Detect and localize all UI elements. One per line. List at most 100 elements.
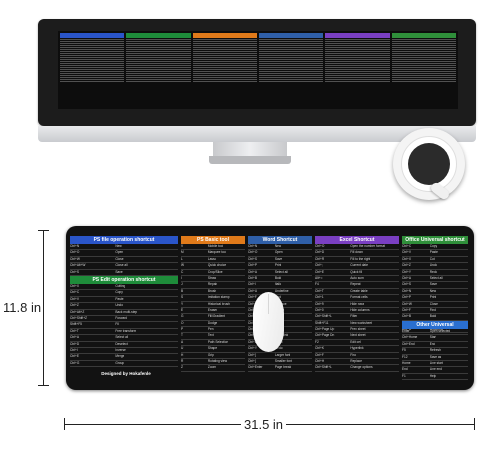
monitor-text-line xyxy=(258,39,324,40)
monitor-text-line xyxy=(391,73,456,74)
shortcut-row: Ctrl+;Current date xyxy=(315,263,399,270)
shortcut-description: Open the number format xyxy=(350,244,385,248)
shortcut-description: Close xyxy=(429,301,438,306)
section-title: Excel Shortcut xyxy=(315,236,399,244)
monitor-text-line xyxy=(60,61,125,62)
shortcut-description: Crop/Slice xyxy=(207,269,223,274)
monitor-text-line xyxy=(391,59,456,60)
monitor-text-line xyxy=(60,47,125,48)
monitor-text-line xyxy=(325,81,390,82)
monitor-text-line xyxy=(391,75,456,76)
monitor-text-line xyxy=(126,59,191,60)
monitor-text-line xyxy=(192,59,257,60)
shortcut-key: Ctrl+R xyxy=(248,321,275,326)
shortcut-key: Ctrl+N xyxy=(70,244,80,248)
shortcut-description: Open xyxy=(274,250,283,255)
monitor-text-line xyxy=(325,59,390,60)
monitor-screen xyxy=(58,31,458,109)
monitor-text-line xyxy=(60,63,125,64)
monitor-column-header xyxy=(258,33,324,38)
monitor-text-line xyxy=(60,53,125,54)
shortcut-key: Ctrl+X xyxy=(402,256,411,261)
monitor-text-line xyxy=(60,69,125,70)
monitor-text-line xyxy=(258,75,324,76)
monitor-stand-base xyxy=(209,156,291,164)
monitor-text-line xyxy=(60,57,125,58)
monitor-text-line xyxy=(391,79,456,80)
shortcut-key: Ctrl+G xyxy=(70,360,80,365)
monitor-text-line xyxy=(126,73,191,74)
monitor-text-line xyxy=(126,77,191,78)
monitor-column xyxy=(325,33,390,107)
monitor-column-header xyxy=(60,33,125,38)
shortcut-key: Ctrl+Z xyxy=(248,339,257,344)
monitor-column xyxy=(258,33,324,107)
shortcut-description: Save as xyxy=(429,354,442,359)
shortcut-key: Ctrl+E xyxy=(70,354,79,359)
shortcut-row: Alt+=Auto sum xyxy=(315,275,399,283)
monitor-text-line xyxy=(192,61,257,62)
shortcut-key: S xyxy=(181,295,184,300)
shortcut-description: Underline xyxy=(274,288,289,293)
monitor-text-line xyxy=(258,41,324,42)
monitor-text-line xyxy=(325,57,390,58)
shortcut-key: Alt+= xyxy=(315,275,323,280)
monitor-text-line xyxy=(258,71,324,72)
monitor-text-line xyxy=(391,63,456,64)
monitor-text-line xyxy=(192,47,257,48)
shortcut-key: Ctrl+U xyxy=(402,327,412,332)
monitor-text-line xyxy=(258,63,324,64)
monitor-text-line xyxy=(192,71,257,72)
monitor-text-line xyxy=(60,43,125,44)
shortcut-description: Open xyxy=(115,250,124,255)
shortcut-description: Next sheet xyxy=(350,333,366,338)
monitor-text-line xyxy=(325,67,390,68)
monitor-text-line xyxy=(126,79,191,80)
shortcut-key: L xyxy=(181,256,183,261)
monitor-text-line xyxy=(391,45,456,46)
shortcut-description: Grip xyxy=(207,352,214,357)
shortcut-key: Ctrl+B xyxy=(248,275,257,280)
monitor-text-line xyxy=(258,43,324,44)
shortcut-key: Ctrl+A xyxy=(70,335,79,340)
monitor-column-header xyxy=(391,33,456,38)
shortcut-description: Hide columns xyxy=(350,307,370,312)
shortcut-description: Replace xyxy=(350,359,362,364)
shortcut-description: Undo xyxy=(115,303,123,308)
shortcut-key: Ctrl+J xyxy=(248,327,275,332)
shortcut-description: Fill xyxy=(115,322,120,327)
shortcut-description: Page break xyxy=(274,365,292,370)
width-dimension-cap-right xyxy=(474,418,475,430)
shortcut-description: Back multi-step xyxy=(115,309,138,314)
shortcut-description: Copy xyxy=(115,290,123,295)
shortcut-key: Ctrl+N xyxy=(248,244,258,248)
shortcut-key: Ctrl+Alt+W xyxy=(70,263,86,268)
monitor-text-line xyxy=(192,63,257,64)
monitor-text-line xyxy=(192,51,257,52)
shortcut-description: Zoom xyxy=(207,365,217,370)
shortcut-description: Find xyxy=(429,307,436,312)
monitor-text-line xyxy=(258,47,324,48)
monitor-text-line xyxy=(126,51,191,52)
shortcut-description: Deselect xyxy=(115,341,128,346)
shortcut-key: Ctrl+U xyxy=(248,288,258,293)
monitor-text-line xyxy=(391,55,456,56)
shortcut-description: End xyxy=(429,341,436,346)
monitor-text-line xyxy=(391,41,456,42)
